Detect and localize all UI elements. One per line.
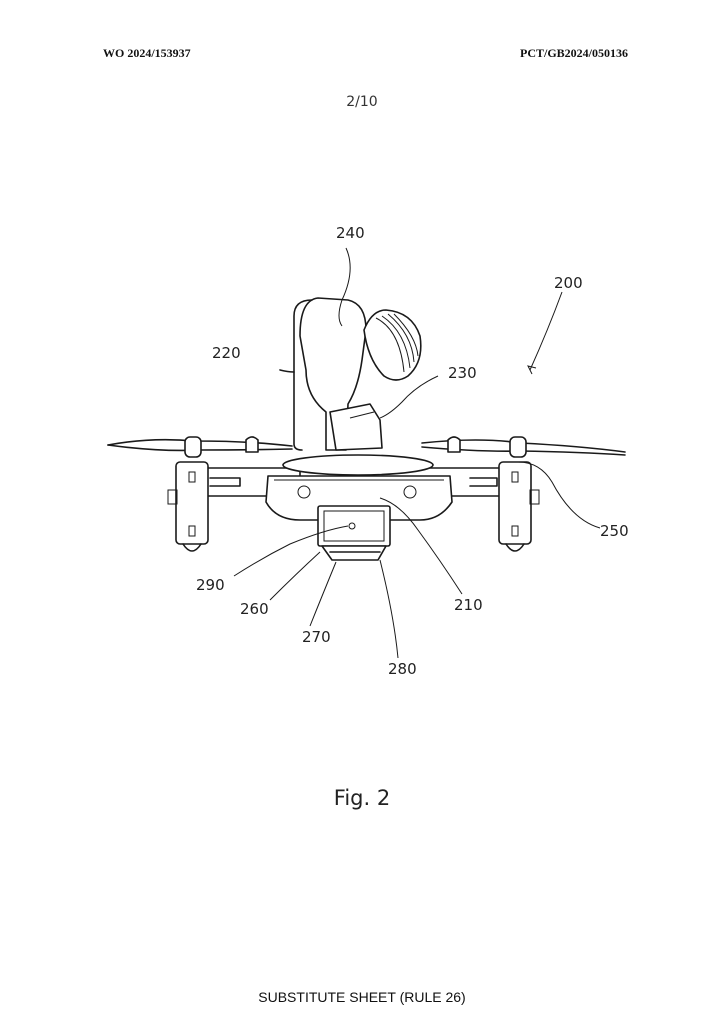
ref-200: 200 — [554, 274, 583, 292]
ref-270: 270 — [302, 628, 331, 646]
ref-220: 220 — [212, 344, 241, 362]
bracket-220 — [293, 299, 313, 451]
right-motor-housing — [498, 461, 540, 552]
ref-230: 230 — [448, 364, 477, 382]
left-motor-housing — [167, 461, 209, 552]
figure-caption: Fig. 2 — [333, 786, 391, 810]
right-propeller — [421, 436, 626, 458]
application-number: PCT/GB2024/050136 — [519, 46, 628, 60]
drone-body — [265, 454, 453, 521]
left-propeller — [107, 436, 293, 458]
payload-figure — [299, 297, 422, 451]
footer-substitute-sheet: SUBSTITUTE SHEET (RULE 26) — [258, 989, 466, 1005]
ref-290: 290 — [196, 576, 225, 594]
ref-250: 250 — [600, 522, 629, 540]
bracket-220-arm — [279, 369, 295, 373]
publication-number: WO 2024/153937 — [103, 46, 191, 60]
ref-280: 280 — [388, 660, 417, 678]
ref-260: 260 — [240, 600, 269, 618]
ref-240: 240 — [336, 224, 365, 242]
camera-module — [317, 505, 391, 561]
leader-lines — [233, 247, 601, 659]
sheet-number: 2/10 — [346, 94, 378, 110]
ref-210: 210 — [454, 596, 483, 614]
